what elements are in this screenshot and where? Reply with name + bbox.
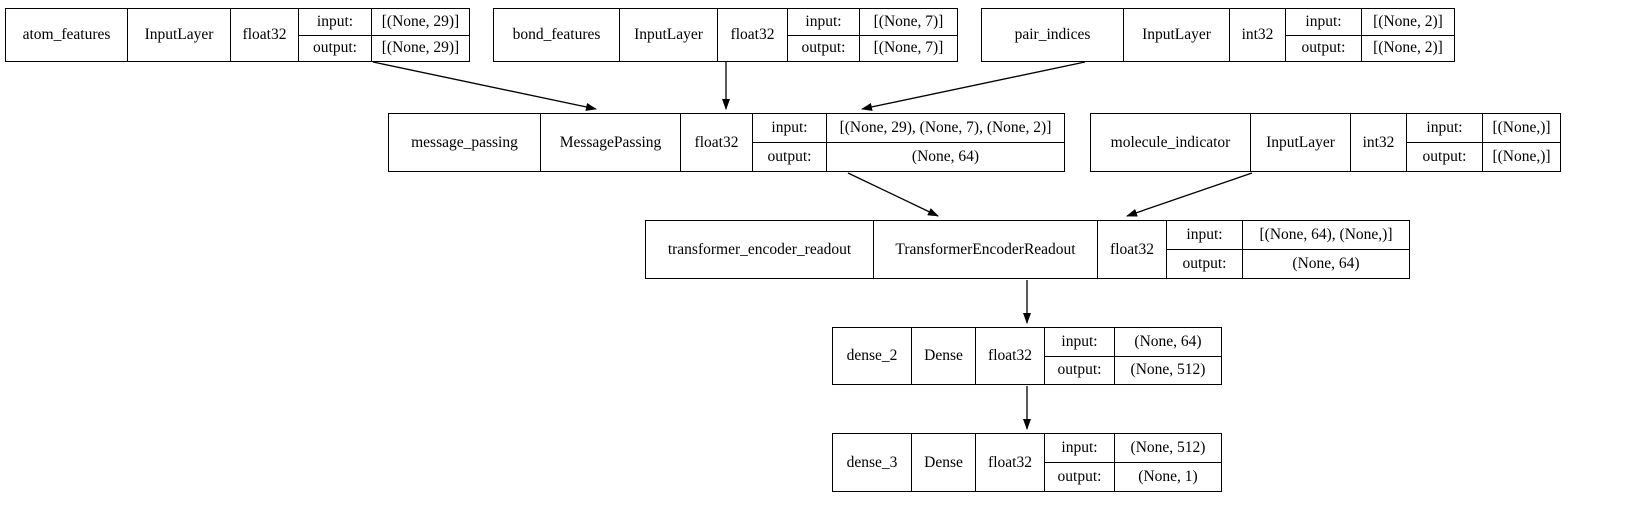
io-labels-column: input: output:	[1286, 9, 1362, 61]
layer-class: TransformerEncoderReadout	[874, 221, 1098, 278]
io-labels-column: input: output:	[299, 9, 372, 61]
output-label: output:	[1422, 148, 1467, 165]
output-shape: (None, 1)	[1138, 468, 1198, 485]
input-label: input:	[1167, 221, 1242, 250]
edge-molecule_indicator-to-transformer_encoder_readout	[1126, 172, 1253, 217]
output-shape: [(None, 2)]	[1373, 39, 1443, 57]
input-shape: [(None, 29)]	[372, 9, 469, 36]
input-shape: [(None, 29), (None, 7), (None, 2)]	[827, 114, 1064, 143]
layer-class: Dense	[912, 434, 976, 491]
output-shape: (None, 64)	[1292, 255, 1360, 272]
layer-class: InputLayer	[128, 9, 231, 61]
io-shapes-column: [(None, 7)] [(None, 7)]	[860, 9, 957, 61]
output-label: output:	[1057, 468, 1102, 485]
io-labels-column: input: output:	[753, 114, 827, 171]
layer-class: InputLayer	[1251, 114, 1351, 171]
layer-name: dense_2	[833, 328, 912, 384]
io-shapes-column: [(None, 2)] [(None, 2)]	[1362, 9, 1454, 61]
layer-dtype: float32	[718, 9, 788, 61]
output-label: output:	[1182, 255, 1227, 272]
input-label: input:	[788, 9, 859, 36]
output-shape: (None, 512)	[1130, 361, 1206, 379]
io-shapes-column: [(None, 29)] [(None, 29)]	[372, 9, 469, 61]
layer-class: InputLayer	[1124, 9, 1230, 61]
output-label: output:	[313, 39, 357, 57]
input-label: input:	[1045, 434, 1114, 463]
edge-pair_indices-to-message_passing	[861, 61, 1086, 111]
io-labels-column: input: output:	[788, 9, 860, 61]
layer-class: InputLayer	[620, 9, 718, 61]
output-shape: (None, 64)	[911, 148, 980, 165]
layer-name: dense_3	[833, 434, 912, 491]
io-labels-column: input: output:	[1167, 221, 1243, 278]
input-shape: (None, 512)	[1115, 434, 1221, 463]
layer-dtype: float32	[1098, 221, 1167, 278]
output-shape: [(None, 29)]	[381, 39, 460, 57]
output-label: output:	[1301, 39, 1346, 57]
edge-message_passing-to-transformer_encoder_readout	[847, 172, 939, 217]
input-label: input:	[1407, 114, 1482, 143]
layer-dtype: int32	[1351, 114, 1407, 171]
io-shapes-column: [(None, 64), (None,)] (None, 64)	[1243, 221, 1409, 278]
layer-name: pair_indices	[982, 9, 1124, 61]
layer-name: molecule_indicator	[1091, 114, 1251, 171]
layer-name: transformer_encoder_readout	[646, 221, 874, 278]
io-labels-column: input: output:	[1045, 328, 1115, 384]
output-label: output:	[767, 148, 812, 165]
edge-atom_features-to-message_passing	[372, 61, 597, 111]
layer-class: Dense	[912, 328, 976, 384]
io-labels-column: input: output:	[1045, 434, 1115, 491]
io-shapes-column: (None, 512) (None, 1)	[1115, 434, 1221, 491]
io-shapes-column: [(None, 29), (None, 7), (None, 2)] (None,…	[827, 114, 1064, 171]
input-shape: [(None, 7)]	[860, 9, 957, 36]
io-shapes-column: (None, 64) (None, 512)	[1115, 328, 1221, 384]
output-label: output:	[801, 39, 846, 57]
layer-name: message_passing	[389, 114, 541, 171]
layer-dtype: int32	[1230, 9, 1286, 61]
input-label: input:	[1286, 9, 1361, 36]
input-label: input:	[753, 114, 826, 143]
layer-class: MessagePassing	[541, 114, 681, 171]
output-shape: [(None, 7)]	[873, 39, 944, 57]
layer-name: atom_features	[6, 9, 128, 61]
layer-dtype: float32	[976, 434, 1045, 491]
input-shape: (None, 64)	[1115, 328, 1221, 357]
input-label: input:	[299, 9, 371, 36]
layer-dtype: float32	[681, 114, 753, 171]
layer-dtype: float32	[231, 9, 299, 61]
input-shape: [(None, 64), (None,)]	[1243, 221, 1409, 250]
layer-dtype: float32	[976, 328, 1045, 384]
output-label: output:	[1057, 361, 1102, 379]
io-shapes-column: [(None,)] [(None,)]	[1483, 114, 1560, 171]
input-shape: [(None, 2)]	[1362, 9, 1454, 36]
output-shape: [(None,)]	[1492, 148, 1551, 165]
input-label: input:	[1045, 328, 1114, 357]
input-shape: [(None,)]	[1483, 114, 1560, 143]
layer-name: bond_features	[494, 9, 620, 61]
io-labels-column: input: output:	[1407, 114, 1483, 171]
